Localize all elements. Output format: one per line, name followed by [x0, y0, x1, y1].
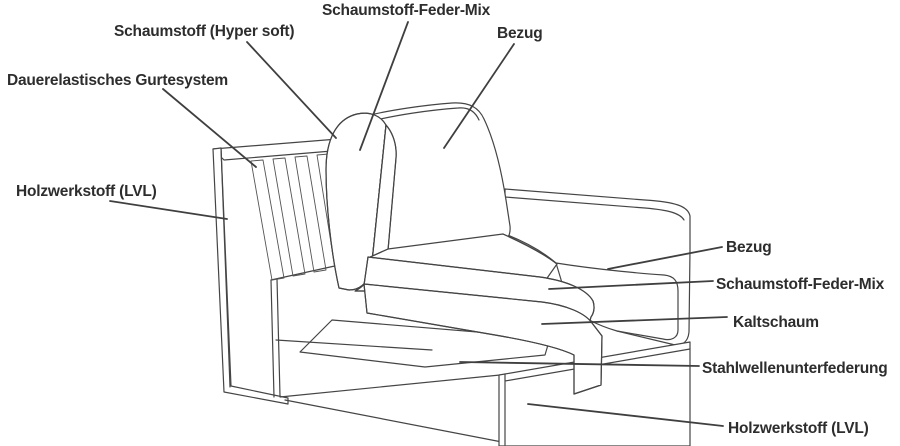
leader-schaumstoff-feder-mix-top	[359, 21, 409, 151]
backrest-cushion-seam	[367, 107, 480, 123]
leader-schaumstoff-hyper-soft	[246, 41, 337, 139]
seat-armrest-seam	[502, 233, 558, 265]
leader-holzwerkstoff-bottom	[527, 403, 724, 427]
label-holzwerkstoff-lvl-left: Holzwerkstoff (LVL)	[16, 183, 157, 200]
label-bezug-right: Bezug	[726, 239, 772, 256]
floor-back-seam	[275, 339, 433, 351]
label-bezug-top: Bezug	[497, 25, 543, 42]
strap-band	[294, 155, 327, 273]
strap-band	[272, 157, 306, 277]
armrest-top-seam	[504, 196, 685, 221]
top-rail-shape	[212, 138, 345, 161]
leader-holzwerkstoff-left	[109, 200, 228, 220]
seat-cut-edge	[367, 248, 389, 259]
leader-bezug-right	[607, 246, 723, 270]
front-bottom-board	[498, 341, 691, 446]
left-side-panel-inner-edge	[220, 147, 231, 388]
armrest-front-seam	[555, 262, 679, 341]
leader-bezug-top	[443, 43, 515, 149]
label-holzwerkstoff-lvl-bottom: Holzwerkstoff (LVL)	[728, 420, 869, 437]
frame-bottom-edge	[284, 399, 503, 443]
floor-front-edge	[279, 374, 501, 398]
label-schaumstoff-hyper-soft: Schaumstoff (Hyper soft)	[114, 23, 294, 40]
left-side-panel-shape	[212, 147, 289, 405]
leader-kaltschaum	[541, 316, 728, 325]
label-stahlwellenunterfederung: Stahlwellenunterfederung	[702, 360, 888, 377]
leader-schaumstoff-feder-mix-right	[548, 280, 714, 290]
leader-stahlwellenunterfederung	[459, 361, 700, 367]
kaltschaum-layer	[363, 283, 603, 395]
label-dauerelastisches-gurtesystem: Dauerelastisches Gurtesystem	[7, 72, 228, 89]
leader-gurtesystem	[162, 88, 257, 168]
label-schaumstoff-feder-mix-right: Schaumstoff-Feder-Mix	[716, 276, 885, 293]
strap-band	[250, 159, 285, 281]
label-kaltschaum: Kaltschaum	[733, 314, 819, 331]
back-wall-left-edge	[270, 278, 281, 398]
label-schaumstoff-feder-mix-top: Schaumstoff-Feder-Mix	[322, 2, 491, 19]
armrest-shape	[504, 188, 691, 346]
